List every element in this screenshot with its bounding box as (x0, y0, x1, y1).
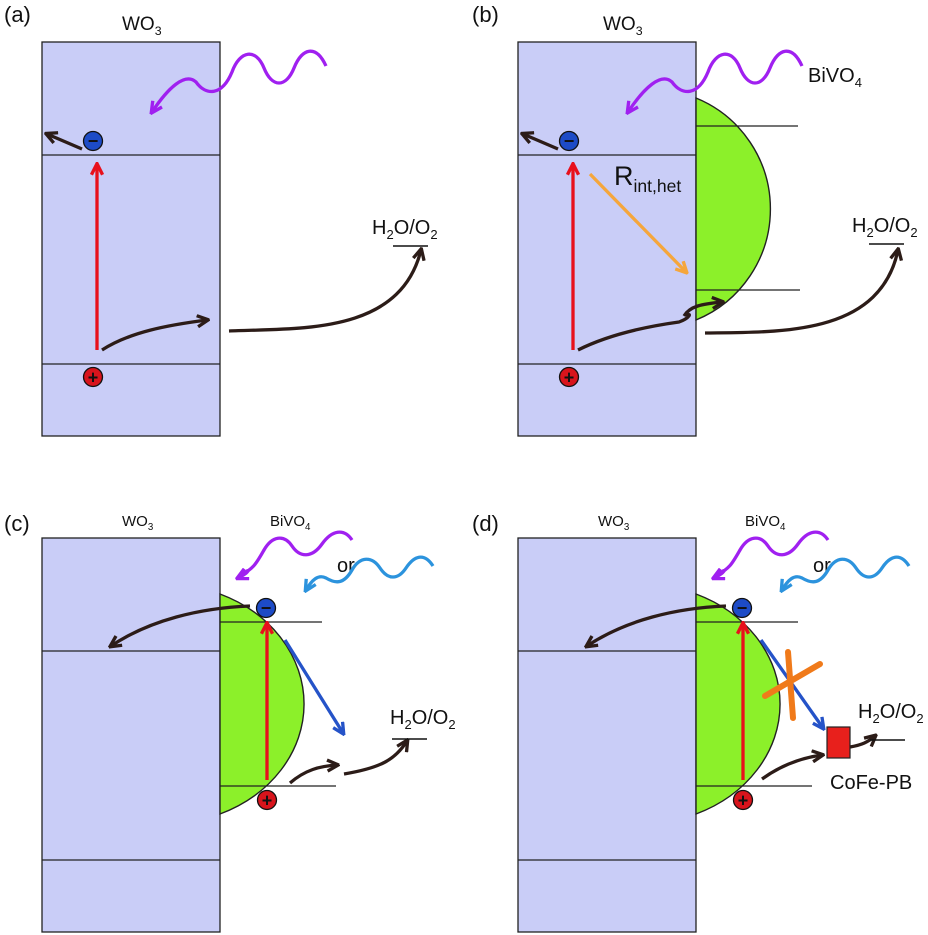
electron-transfer-to-wo3-c (111, 604, 251, 646)
hole-path-electrolyte-b (704, 250, 898, 335)
svg-text:−: − (88, 131, 99, 151)
redox-label-c: H2O/O2 (390, 707, 456, 732)
wo3-label-b: WO3 (603, 14, 643, 38)
electron-icon: − (558, 130, 580, 152)
violet-light-icon (152, 49, 328, 112)
redox-label-a: H2O/O2 (372, 217, 438, 242)
recombination-arrow (588, 172, 686, 272)
wo3-block-d (517, 537, 697, 933)
hole-icon: + (732, 789, 754, 811)
bivo4-particle-c (219, 592, 305, 816)
catalyst-label: CoFe-PB (830, 772, 912, 794)
blocked-cross-icon (762, 649, 823, 721)
panel-c: (c) WO3 BiVO4 or − + H2O/O2 (4, 511, 456, 933)
wo3-label-d: WO3 (598, 513, 629, 533)
electron-transfer-arrow-a (47, 134, 83, 151)
redox-label-d: H2O/O2 (858, 701, 924, 726)
recombination-label: Rint,het (614, 161, 681, 196)
hole-transfer-bivo4-b (682, 302, 722, 317)
catalyst-to-electrolyte-d (849, 736, 875, 749)
wo3-block-a (41, 41, 221, 437)
panel-label-b: (b) (472, 2, 499, 27)
cofe-pb-catalyst (826, 726, 851, 759)
electron-icon: − (82, 130, 104, 152)
panel-a: (a) WO3 − + H2O/O2 (4, 2, 438, 437)
wo3-label-c: WO3 (122, 513, 153, 533)
hole-path-bulk-a (101, 320, 207, 352)
violet-light-icon (714, 530, 830, 578)
hole-surface-path-c (288, 765, 337, 785)
violet-light-icon (628, 49, 804, 112)
panel-label-c: (c) (4, 511, 30, 536)
svg-text:−: − (261, 598, 272, 618)
hole-icon: + (82, 366, 104, 388)
hole-path-bulk-b (577, 313, 691, 352)
redox-label-b: H2O/O2 (852, 215, 918, 240)
electron-icon: − (255, 597, 277, 619)
or-label-c: or (337, 555, 355, 577)
panel-d: (d) WO3 BiVO4 or − + H2O/O2 (472, 511, 924, 933)
panel-label-a: (a) (4, 2, 31, 27)
svg-text:+: + (564, 368, 575, 388)
or-label-d: or (813, 555, 831, 577)
electron-transfer-to-wo3-d (587, 604, 727, 646)
bivo4-label-d: BiVO4 (745, 513, 786, 533)
bivo4-particle-d (695, 592, 781, 816)
svg-text:+: + (88, 368, 99, 388)
hole-icon: + (558, 366, 580, 388)
blue-light-icon (306, 555, 435, 590)
panel-label-d: (d) (472, 511, 499, 536)
wo3-label-a: WO3 (122, 14, 162, 38)
svg-text:−: − (564, 131, 575, 151)
bivo4-label-b: BiVO4 (808, 65, 862, 90)
hole-to-catalyst-d (761, 755, 822, 781)
svg-text:+: + (262, 791, 273, 811)
hole-path-electrolyte-c (343, 741, 407, 776)
hole-icon: + (256, 789, 278, 811)
wo3-block-c (41, 537, 221, 933)
bivo4-electron-transfer-c (283, 639, 343, 733)
electron-transfer-arrow-b (523, 134, 559, 151)
wo3-block-b (517, 41, 697, 437)
panel-b: (b) WO3 BiVO4 − + Rint,het H2O/O2 (472, 2, 918, 437)
violet-light-icon (238, 530, 354, 578)
blue-light-icon (782, 555, 911, 590)
hole-path-electrolyte-a (228, 250, 421, 333)
svg-text:+: + (738, 791, 749, 811)
electron-icon: − (731, 597, 753, 619)
bivo4-label-c: BiVO4 (270, 513, 311, 533)
svg-text:−: − (737, 598, 748, 618)
bivo4-particle-b (695, 96, 772, 322)
